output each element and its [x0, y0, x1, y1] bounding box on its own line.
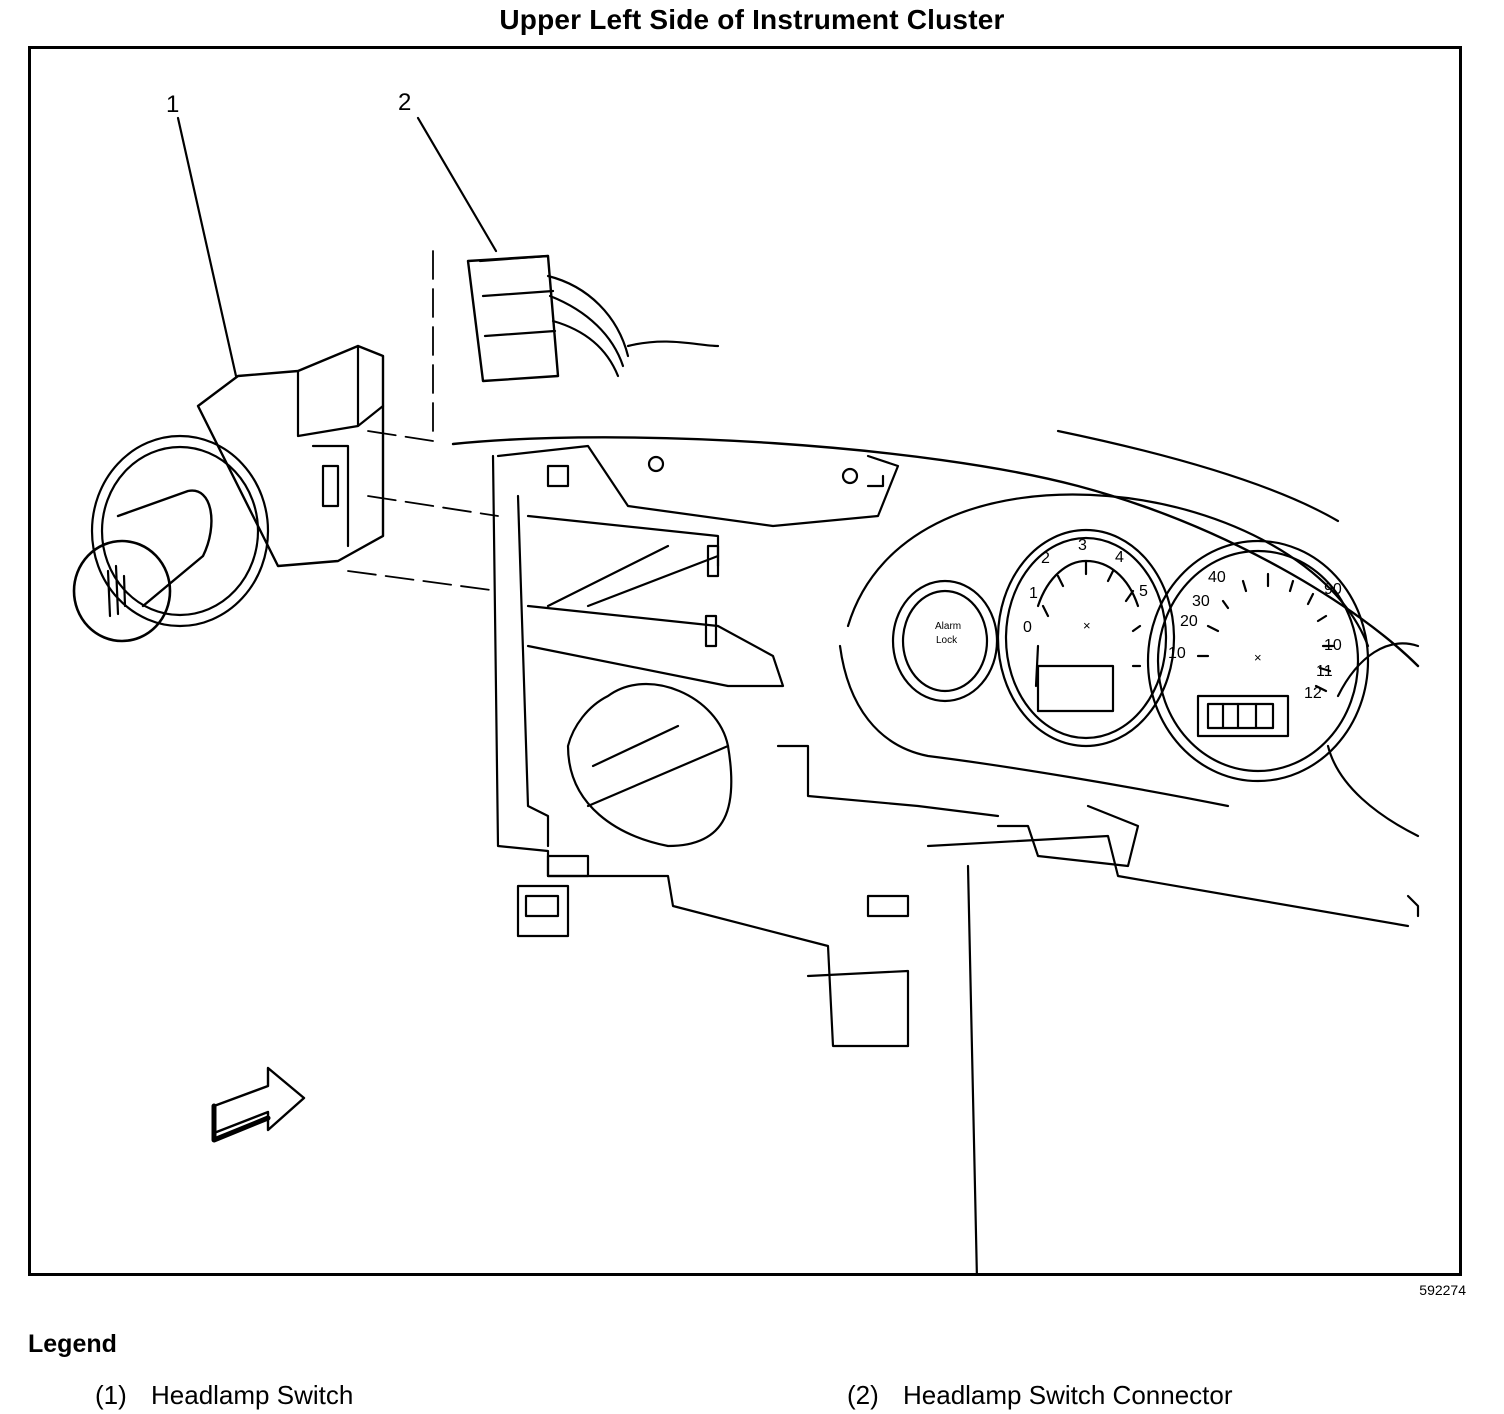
instrument-gauges: 0 1 2 3 4 5 10 20 30 40 90 10 11 12 Alar…	[838, 493, 1420, 838]
speedometer	[1146, 539, 1370, 783]
svg-text:90: 90	[1324, 581, 1342, 598]
svg-text:×: ×	[1254, 650, 1262, 665]
svg-text:Lock: Lock	[936, 635, 958, 646]
callout-2: 2	[398, 89, 411, 116]
svg-text:30: 30	[1192, 593, 1210, 610]
tachometer	[996, 528, 1176, 748]
headlamp-switch-connector	[466, 254, 720, 383]
svg-text:×: ×	[1083, 618, 1091, 633]
cluster-illustration: 1 2	[72, 89, 1420, 1276]
svg-text:1: 1	[1029, 585, 1038, 602]
svg-text:11: 11	[1316, 663, 1333, 680]
svg-text:Alarm: Alarm	[935, 621, 961, 632]
svg-text:5: 5	[1139, 583, 1148, 600]
legend-item-headlamp-switch-connector: (2) Headlamp Switch Connector	[847, 1380, 1233, 1411]
svg-text:10: 10	[1168, 645, 1186, 662]
arrow-icon	[211, 1066, 306, 1143]
svg-text:12: 12	[1304, 685, 1322, 702]
legend-label: Headlamp Switch Connector	[903, 1380, 1233, 1410]
leader-line-2	[416, 116, 498, 253]
diagram-frame	[28, 46, 1462, 1276]
legend-title: Legend	[28, 1330, 117, 1358]
legend-number: (2)	[847, 1380, 879, 1410]
svg-text:4: 4	[1115, 549, 1124, 566]
svg-text:40: 40	[1208, 569, 1226, 586]
leader-line-1	[176, 116, 238, 378]
figure-id: 592274	[1419, 1282, 1466, 1298]
cluster-bezel	[451, 429, 1420, 1276]
legend-item-headlamp-switch: (1) Headlamp Switch	[95, 1380, 353, 1411]
diagram-title: Upper Left Side of Instrument Cluster	[499, 4, 1005, 35]
svg-text:20: 20	[1180, 613, 1198, 630]
svg-text:2: 2	[1041, 550, 1050, 567]
svg-text:10: 10	[1324, 637, 1342, 654]
svg-text:0: 0	[1023, 619, 1032, 636]
legend-label: Headlamp Switch	[151, 1380, 354, 1410]
svg-text:3: 3	[1078, 537, 1087, 554]
legend-number: (1)	[95, 1380, 127, 1410]
callout-1: 1	[166, 91, 179, 118]
headlamp-switch	[72, 344, 385, 643]
alignment-lines	[347, 250, 499, 592]
